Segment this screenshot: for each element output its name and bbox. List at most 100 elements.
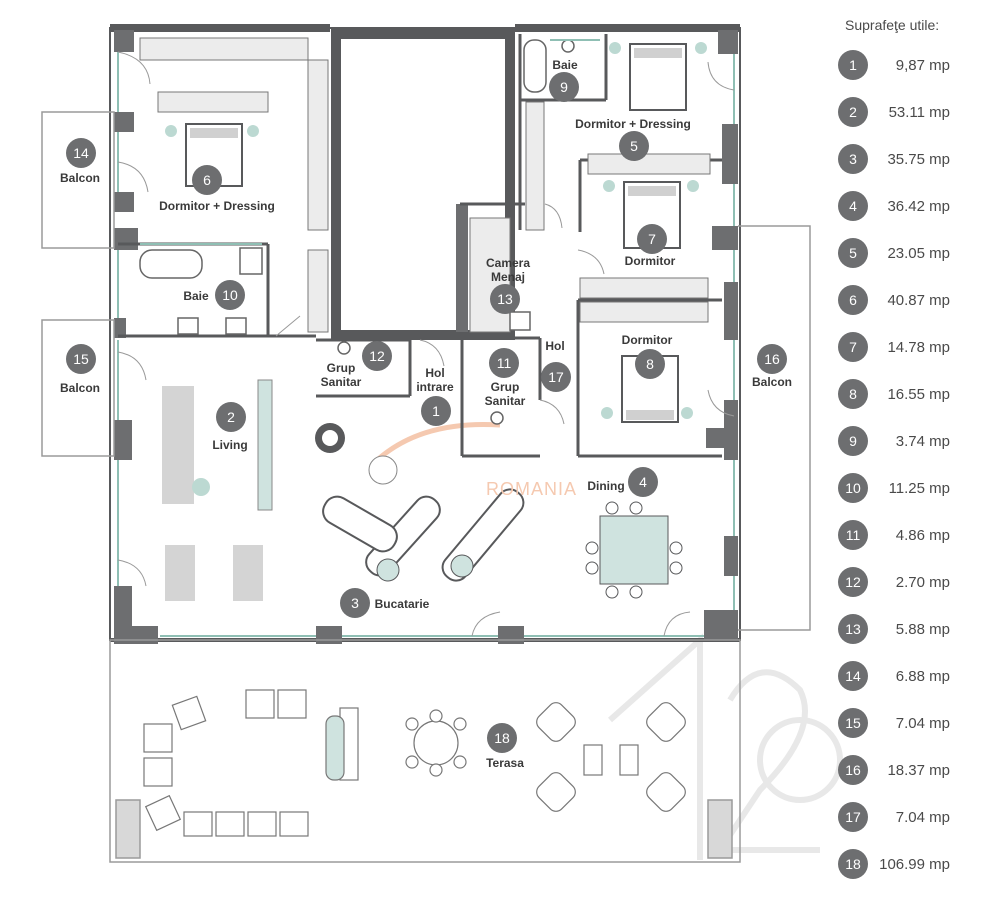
legend-area-value: 40.87 mp bbox=[887, 292, 950, 309]
legend-badge: 4 bbox=[838, 191, 868, 221]
legend-row: 15 7.04 mp bbox=[838, 708, 978, 740]
legend-row: 10 11.25 mp bbox=[838, 473, 978, 505]
watermark-text: ROMANIA bbox=[486, 479, 578, 499]
legend-row: 8 16.55 mp bbox=[838, 379, 978, 411]
room-badge-12: 12 bbox=[362, 341, 392, 371]
legend-area-value: 7.04 mp bbox=[895, 715, 950, 732]
legend-badge: 18 bbox=[838, 849, 868, 879]
legend-title: Suprafeţe utile: bbox=[845, 17, 940, 33]
room-badge-18: 18 bbox=[487, 723, 517, 753]
legend-area-value: 35.75 mp bbox=[887, 151, 950, 168]
legend-badge: 13 bbox=[838, 614, 868, 644]
room-badge-6: 6 bbox=[192, 165, 222, 195]
legend-badge: 11 bbox=[838, 520, 868, 550]
room-label-14: Balcon bbox=[59, 171, 100, 185]
room-label-grup-sanitar-12: Grup Sanitar bbox=[320, 361, 362, 389]
legend-area-value: 6.88 mp bbox=[895, 668, 950, 685]
doors bbox=[117, 51, 735, 637]
terrace bbox=[109, 639, 741, 863]
watermark-swoosh bbox=[373, 421, 501, 464]
room-badge-2: 2 bbox=[216, 402, 246, 432]
room-label-4: Dining bbox=[587, 479, 625, 493]
legend-badge: 1 bbox=[838, 50, 868, 80]
room-badge-16: 16 bbox=[757, 344, 787, 374]
legend-badge: 6 bbox=[838, 285, 868, 315]
terrace-furniture bbox=[143, 689, 686, 837]
bathroom-fixtures bbox=[139, 39, 575, 425]
room-label-grup-sanitar-11: Grup Sanitar bbox=[484, 380, 526, 408]
legend-badge: 9 bbox=[838, 426, 868, 456]
legend-row: 1 9,87 mp bbox=[838, 50, 978, 82]
legend-badge: 7 bbox=[838, 332, 868, 362]
nightstands bbox=[165, 42, 707, 419]
legend-row: 6 40.87 mp bbox=[838, 285, 978, 317]
balconies bbox=[41, 111, 811, 631]
room-badge-13: 13 bbox=[490, 284, 520, 314]
room-label-7: Dormitor bbox=[624, 254, 676, 268]
legend-area-value: 16.55 mp bbox=[887, 386, 950, 403]
legend-area-value: 5.88 mp bbox=[895, 621, 950, 638]
room-label-10: Baie bbox=[183, 289, 209, 303]
legend-badge: 3 bbox=[838, 144, 868, 174]
room-badge-7: 7 bbox=[637, 224, 667, 254]
legend-row: 14 6.88 mp bbox=[838, 661, 978, 693]
room-badge-9: 9 bbox=[549, 72, 579, 102]
room-badge-15: 15 bbox=[66, 344, 96, 374]
legend-area-value: 18.37 mp bbox=[887, 762, 950, 779]
room-label-9: Baie bbox=[552, 58, 578, 72]
legend-badge: 12 bbox=[838, 567, 868, 597]
room-label-12: Grup Sanitar bbox=[316, 361, 366, 389]
living-furniture bbox=[162, 379, 398, 601]
room-label-1: Hol intrare bbox=[416, 366, 454, 394]
room-label-8: Dormitor bbox=[621, 333, 673, 347]
room-label-5: Dormitor + Dressing bbox=[575, 117, 691, 131]
room-label-18: Terasa bbox=[486, 756, 524, 770]
legend-row: 5 23.05 mp bbox=[838, 238, 978, 270]
room-label-hol-intrare: Hol intrare bbox=[410, 366, 460, 394]
legend-row: 17 7.04 mp bbox=[838, 802, 978, 834]
legend-badge: 14 bbox=[838, 661, 868, 691]
legend-area-value: 23.05 mp bbox=[887, 245, 950, 262]
room-label-15: Balcon bbox=[59, 381, 100, 395]
legend-row: 16 18.37 mp bbox=[838, 755, 978, 787]
legend-badge: 2 bbox=[838, 97, 868, 127]
legend-row: 13 5.88 mp bbox=[838, 614, 978, 646]
room-badge-3: 3 bbox=[340, 588, 370, 618]
legend-area-value: 53.11 mp bbox=[888, 104, 950, 121]
legend-badge: 8 bbox=[838, 379, 868, 409]
legend-row: 2 53.11 mp bbox=[838, 97, 978, 129]
bed-pillows bbox=[190, 48, 682, 420]
legend-badge: 10 bbox=[838, 473, 868, 503]
legend-area-value: 3.74 mp bbox=[895, 433, 950, 450]
legend-row: 3 35.75 mp bbox=[838, 144, 978, 176]
legend-area-value: 7.04 mp bbox=[895, 809, 950, 826]
room-label-3: Bucatarie bbox=[374, 597, 430, 611]
room-label-16: Balcon bbox=[751, 375, 792, 389]
room-label-11: Grup Sanitar bbox=[480, 380, 530, 408]
room-label-17: Hol bbox=[545, 339, 565, 353]
legend-area-value: 11.25 mp bbox=[888, 480, 950, 497]
room-badge-1: 1 bbox=[421, 396, 451, 426]
legend-area-value: 2.70 mp bbox=[895, 574, 950, 591]
legend-row: 4 36.42 mp bbox=[838, 191, 978, 223]
bath-glass bbox=[140, 39, 600, 245]
room-badge-4: 4 bbox=[628, 467, 658, 497]
room-label-camera-menaj: Camera Menaj bbox=[485, 256, 531, 284]
room-badge-10: 10 bbox=[215, 280, 245, 310]
kitchen-accents bbox=[376, 554, 474, 582]
room-label-2: Living bbox=[212, 438, 248, 452]
glazing bbox=[117, 52, 735, 637]
legend-badge: 17 bbox=[838, 802, 868, 832]
room-badge-17: 17 bbox=[541, 362, 571, 392]
legend-row: 9 3.74 mp bbox=[838, 426, 978, 458]
room-label-6: Dormitor + Dressing bbox=[159, 199, 275, 213]
room-badge-11: 11 bbox=[489, 348, 519, 378]
legend-badge: 15 bbox=[838, 708, 868, 738]
room-label-13: Camera Menaj bbox=[480, 256, 536, 284]
legend-area-value: 36.42 mp bbox=[887, 198, 950, 215]
legend-area-value: 9,87 mp bbox=[895, 57, 950, 74]
legend-badge: 16 bbox=[838, 755, 868, 785]
room-badge-14: 14 bbox=[66, 138, 96, 168]
legend-badge: 5 bbox=[838, 238, 868, 268]
